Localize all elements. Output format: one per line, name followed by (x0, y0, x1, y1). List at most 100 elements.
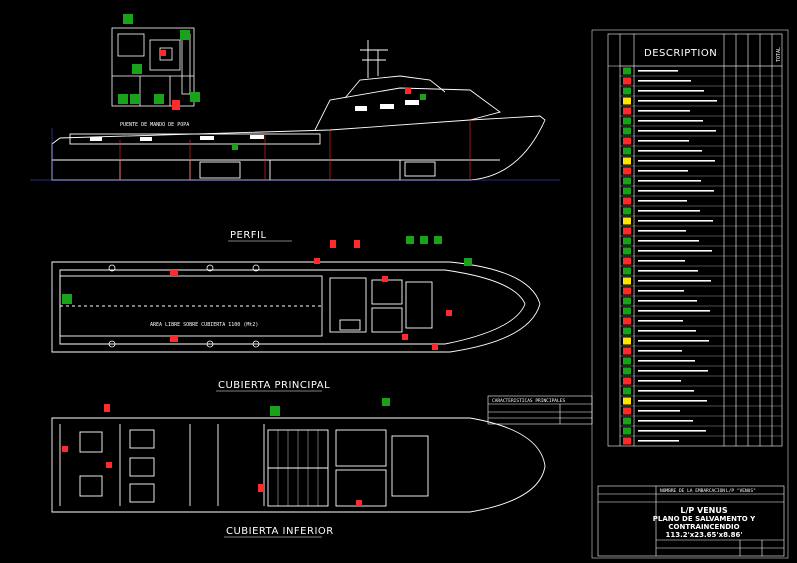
legend-description-line (638, 110, 690, 112)
legend-total: TOTAL (776, 47, 782, 62)
legend-description-line (638, 400, 707, 402)
legend-description-line (638, 170, 688, 172)
legend-symbol (623, 397, 631, 405)
lower-deck-view (51, 417, 546, 513)
legend-description-line (638, 90, 704, 92)
legend-description-line (638, 410, 680, 412)
main-deck-red-marks (170, 240, 452, 350)
legend-symbol (623, 307, 631, 315)
legend-header: DESCRIPTION (644, 48, 717, 59)
profile-guide-line (30, 128, 560, 181)
area-libre-label: AREA LIBRE SOBRE CUBIERTA 1100 (Mt2) (150, 322, 258, 328)
legend-symbol (623, 327, 631, 335)
characteristics-title: CARACTERISTICAS PRINCIPALES (492, 398, 565, 404)
legend-symbol (623, 347, 631, 355)
legend-description-line (638, 320, 683, 322)
legend-description-line (638, 420, 693, 422)
legend-symbol (623, 167, 631, 175)
legend-description-line (638, 360, 695, 362)
legend-symbol (623, 197, 631, 205)
legend-description-line (638, 180, 701, 182)
legend-description-line (638, 150, 702, 152)
legend-symbol (623, 417, 631, 425)
legend-symbol (623, 297, 631, 305)
vessel-name: L/P VENUS (680, 506, 728, 515)
legend-description-line (638, 430, 706, 432)
legend-symbol (623, 137, 631, 145)
lower-deck-title: CUBIERTA INFERIOR (226, 526, 334, 537)
owner-value: L/P "VENUS" (726, 488, 756, 494)
legend-symbol (623, 267, 631, 275)
legend-symbol (623, 87, 631, 95)
legend-description-line (638, 260, 685, 262)
legend-symbol (623, 287, 631, 295)
bridge-plan (111, 27, 195, 107)
legend-symbol (623, 427, 631, 435)
legend-rows (620, 65, 782, 445)
main-deck-view (51, 261, 541, 353)
legend-symbol (623, 157, 631, 165)
legend-symbol (623, 317, 631, 325)
legend-symbol (623, 337, 631, 345)
legend-symbol (623, 147, 631, 155)
legend-description-line (638, 160, 715, 162)
profile-red-hatching (119, 120, 471, 180)
legend-symbol (623, 97, 631, 105)
legend-description-line (638, 280, 711, 282)
legend-symbol (623, 387, 631, 395)
legend-description-line (638, 390, 694, 392)
legend-symbol (623, 187, 631, 195)
legend-symbol (623, 367, 631, 375)
legend-symbol (623, 217, 631, 225)
legend-description-line (638, 440, 679, 442)
legend-description-line (638, 340, 709, 342)
plan-title-line1: PLANO DE SALVAMENTO Y (653, 515, 756, 523)
legend-description-line (638, 100, 717, 102)
legend-description-line (638, 80, 691, 82)
legend-symbol (623, 407, 631, 415)
legend-symbol (623, 237, 631, 245)
legend-description-line (638, 230, 686, 232)
legend-symbol (623, 377, 631, 385)
profile-safety-marks (232, 88, 426, 150)
profile-title: PERFIL (230, 230, 267, 241)
bridge-symbols (118, 14, 200, 110)
main-deck-green-marks (62, 236, 472, 304)
legend-symbol (623, 207, 631, 215)
legend-symbol (623, 357, 631, 365)
legend-description-line (638, 310, 710, 312)
legend-description-line (638, 220, 713, 222)
title-block (597, 485, 785, 557)
lower-deck-grid (277, 430, 319, 506)
legend-symbol (623, 107, 631, 115)
legend-symbol (623, 257, 631, 265)
main-deck-rings (108, 264, 260, 348)
legend-symbol (623, 247, 631, 255)
legend-description-line (638, 130, 716, 132)
legend-description-line (638, 290, 684, 292)
legend-symbol (623, 177, 631, 185)
legend-description-line (638, 120, 703, 122)
plan-title-line2: CONTRAINCENDIO (668, 523, 739, 531)
main-deck-title: CUBIERTA PRINCIPAL (218, 380, 330, 391)
legend-symbol (623, 127, 631, 135)
bridge-title: PUENTE DE MANDO DE POPA (120, 122, 189, 128)
legend-description-line (638, 210, 700, 212)
owner-label: NOMBRE DE LA EMBARCACION (660, 488, 725, 494)
legend-symbol (623, 67, 631, 75)
legend-description-line (638, 240, 699, 242)
legend-symbol (623, 77, 631, 85)
legend-description-line (638, 350, 682, 352)
legend-symbol (623, 117, 631, 125)
legend-description-line (638, 370, 708, 372)
legend-symbol (623, 437, 631, 445)
legend-table (607, 33, 783, 447)
legend-description-line (638, 190, 714, 192)
profile-windows (90, 100, 419, 141)
legend-description-line (638, 140, 689, 142)
sheet-frame (591, 29, 789, 559)
legend-symbol (623, 277, 631, 285)
legend-description-line (638, 300, 697, 302)
lower-deck-green-marks (270, 398, 390, 416)
